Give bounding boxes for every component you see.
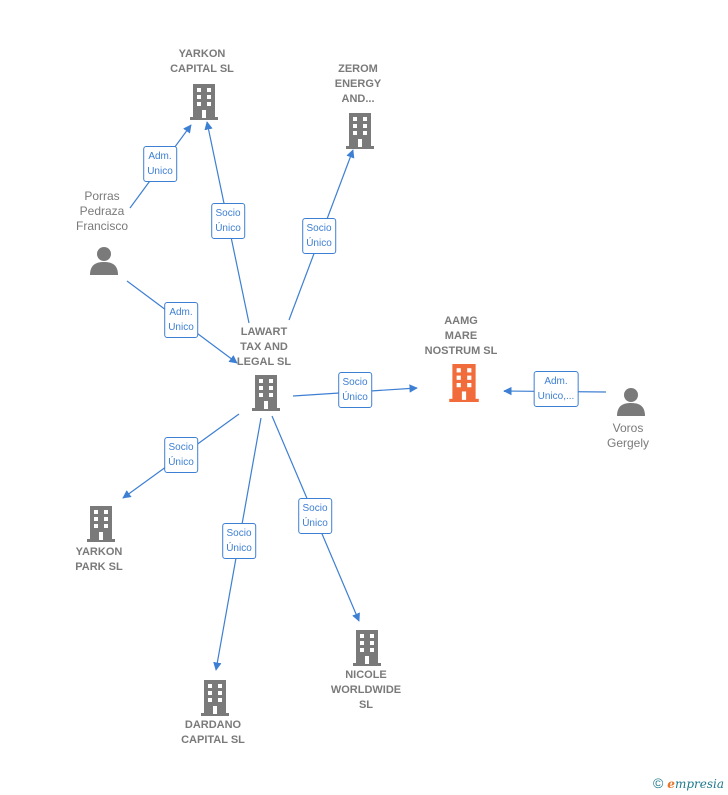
edge-label-lawart-nicole[interactable]: Socio Único bbox=[298, 498, 332, 534]
node-label-aamg[interactable]: AAMG MARE NOSTRUM SL bbox=[424, 315, 498, 357]
building-icon[interactable] bbox=[252, 375, 280, 411]
edge-label-lawart-aamg[interactable]: Socio Único bbox=[338, 372, 372, 408]
person-icon[interactable] bbox=[617, 388, 645, 416]
edge-label-lawart-park[interactable]: Socio Único bbox=[164, 437, 198, 473]
node-label-dardano[interactable]: DARDANO CAPITAL SL bbox=[181, 719, 245, 746]
node-label-voros[interactable]: Voros Gergely bbox=[606, 421, 650, 450]
node-label-porras[interactable]: Porras Pedraza Francisco bbox=[75, 189, 129, 233]
node-label-yarkon-capital[interactable]: YARKON CAPITAL SL bbox=[170, 48, 234, 75]
brand-logo[interactable]: ©empresia bbox=[653, 775, 724, 791]
node-label-yarkon-park[interactable]: YARKON PARK SL bbox=[75, 546, 123, 573]
edge-label-lawart-yarkon[interactable]: Socio Único bbox=[211, 203, 245, 239]
edge-label-voros-aamg[interactable]: Adm. Unico,... bbox=[533, 371, 579, 407]
building-icon[interactable] bbox=[190, 84, 218, 120]
brand-mark: e bbox=[667, 777, 675, 791]
building-icon[interactable] bbox=[353, 630, 381, 666]
brand-name: mpresia bbox=[674, 777, 724, 791]
node-label-lawart[interactable]: LAWART TAX AND LEGAL SL bbox=[236, 326, 292, 368]
edge-label-porras-lawart[interactable]: Adm. Unico bbox=[164, 302, 198, 338]
building-icon[interactable] bbox=[87, 506, 115, 542]
node-label-nicole[interactable]: NICOLE WORLDWIDE SL bbox=[330, 669, 402, 711]
copyright-icon: © bbox=[652, 775, 664, 791]
edge-label-lawart-zerom[interactable]: Socio Único bbox=[302, 218, 336, 254]
node-label-zerom[interactable]: ZEROM ENERGY AND... bbox=[334, 63, 382, 105]
building-icon[interactable] bbox=[201, 680, 229, 716]
edge-label-lawart-dardano[interactable]: Socio Único bbox=[222, 523, 256, 559]
edge-label-porras-yarkon[interactable]: Adm. Unico bbox=[143, 146, 177, 182]
building-icon[interactable] bbox=[346, 113, 374, 149]
building-icon-focus[interactable] bbox=[449, 364, 479, 402]
person-icon[interactable] bbox=[90, 247, 118, 275]
